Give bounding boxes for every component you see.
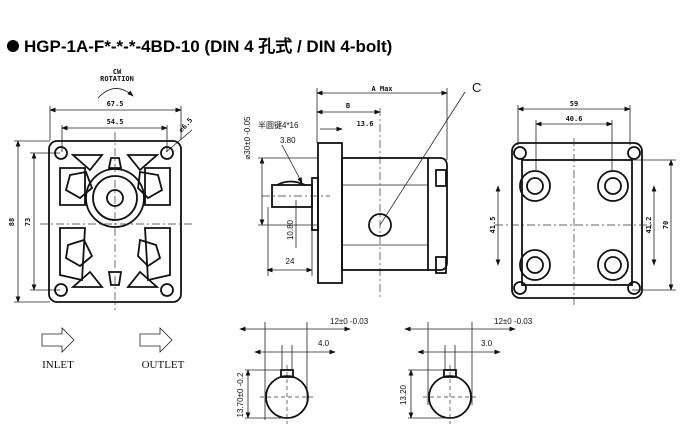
bolt-icon [519, 249, 551, 281]
rotation-label-1: CW [113, 68, 122, 76]
dim-3-80: 3.80 [280, 136, 296, 145]
dim-diameter: 12±0 -0.03 [494, 317, 533, 326]
shaft-hole [106, 189, 124, 207]
bolt-icon [597, 170, 629, 202]
rear-view: 59 40.6 41.5 41.2 70 [489, 100, 676, 305]
bullet-icon [7, 40, 19, 52]
dim-10-80: 10.80 [286, 219, 295, 240]
dim-height: 70 [662, 221, 670, 229]
key [276, 180, 306, 186]
dim-right-vertical: 41.2 [645, 217, 653, 234]
dim-13-6: 13.6 [357, 120, 374, 128]
dim-port-spacing: 40.6 [566, 115, 583, 123]
dim-pilot: ⌀30±0 -0.05 [243, 116, 252, 160]
pump-body [341, 157, 429, 271]
rotation-label-2: ROTATION [100, 75, 134, 83]
dim-left-vertical: 41.5 [489, 217, 497, 234]
side-view: A Max B 13.6 C ⌀30±0 -0.05 半圆键4*16 3.80 … [243, 80, 481, 300]
dim-hole: ⌀6.5 [177, 116, 194, 134]
dim-height: 88 [8, 218, 16, 226]
dim-key: 3.0 [481, 339, 493, 348]
inlet-label: INLET [42, 359, 74, 371]
mounting-flange [317, 142, 343, 284]
rotation-arrow-icon [97, 88, 134, 99]
dim-height: 13.20 [399, 384, 408, 405]
key-label: 半圆键4*16 [258, 120, 299, 130]
dim-24: 24 [286, 257, 295, 266]
bolt-icon [597, 249, 629, 281]
dim-a-max: A Max [371, 85, 393, 93]
shaft-section-2: 12±0 -0.03 3.0 13.20 [399, 317, 533, 424]
dim-height: 13.70±0 -0.2 [236, 372, 245, 417]
outlet-label: OUTLET [142, 359, 185, 371]
dim-bolt-spacing: 54.5 [107, 118, 124, 126]
port-c [368, 213, 392, 237]
dim-width: 67.5 [107, 100, 124, 108]
page-title: HGP-1A-F*-*-*-4BD-10 (DIN 4 孔式 / DIN 4-b… [24, 36, 392, 56]
flange-plate [48, 140, 182, 303]
dim-b: B [346, 102, 350, 110]
outlet-arrow-icon [139, 327, 173, 353]
dim-key: 4.0 [318, 339, 330, 348]
dim-width: 59 [570, 100, 578, 108]
bolt-icon [519, 170, 551, 202]
shaft-section-1: 12±0 -0.03 4.0 13.70±0 -0.2 [236, 317, 369, 424]
port-label: C [472, 80, 481, 95]
dim-bolt-height: 73 [24, 218, 32, 226]
rear-cover [511, 142, 643, 299]
dim-diameter: 12±0 -0.03 [330, 317, 369, 326]
inlet-arrow-icon [41, 327, 75, 353]
front-view: CW ROTATION 67.5 54.5 ⌀6.5 88 73 INLE [8, 68, 194, 371]
